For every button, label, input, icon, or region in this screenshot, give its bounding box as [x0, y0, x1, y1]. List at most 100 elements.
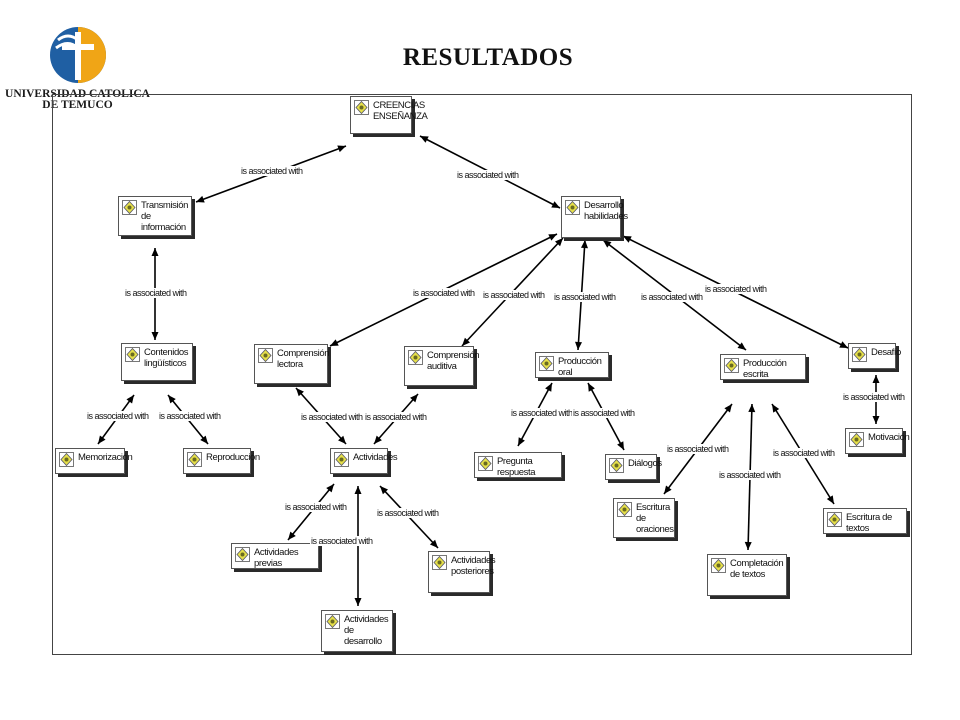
institution-line-2: DE TEMUCO — [42, 99, 113, 111]
concept-icon — [187, 452, 202, 467]
arrowhead — [664, 485, 672, 494]
concept-node-label: Actividades — [353, 452, 398, 463]
concept-node-prod-oral: Producción oral — [535, 352, 609, 378]
arrowhead — [429, 539, 438, 548]
concept-icon — [617, 502, 632, 517]
concept-node-label: Contenidos lingüísticos — [144, 347, 189, 369]
arrowhead — [603, 240, 612, 248]
arrowhead — [724, 404, 732, 413]
link-label: is associated with — [666, 444, 730, 454]
concept-node-reproduccion: Reproducción — [183, 448, 260, 474]
concept-node-desarrollo: Desarrollo habilidades — [561, 196, 628, 238]
arrowhead — [839, 341, 848, 348]
link-label: is associated with — [158, 411, 222, 421]
concept-node-label: Escritura de textos — [846, 512, 892, 534]
concept-node-label: Comprensión auditiva — [427, 350, 480, 372]
concept-icon — [432, 555, 447, 570]
arrowhead — [737, 342, 746, 350]
concept-node-completacion: Completación de textos — [707, 554, 787, 596]
concept-node-label: Desafío — [871, 347, 901, 358]
link-label: is associated with — [456, 170, 520, 180]
concept-node-label: Escritura de oraciones — [636, 502, 674, 535]
link-label: is associated with — [284, 502, 348, 512]
arrowhead — [588, 383, 595, 392]
concept-icon — [827, 512, 842, 527]
concept-icon — [478, 456, 493, 471]
link-label: is associated with — [364, 412, 428, 422]
concept-icon — [125, 347, 140, 362]
arrowhead — [200, 435, 208, 444]
arrowhead — [748, 404, 756, 413]
arrowhead — [744, 541, 752, 550]
page-title: RESULTADOS — [402, 44, 574, 71]
arrowhead — [338, 435, 346, 444]
concept-node-motivacion: Motivación — [845, 428, 910, 454]
arrowhead — [126, 395, 134, 404]
link-label: is associated with — [412, 288, 476, 298]
link-label: is associated with — [300, 412, 364, 422]
link-label: is associated with — [310, 536, 374, 546]
arrowhead — [518, 437, 525, 446]
arrowhead — [545, 383, 552, 392]
arrowhead — [772, 404, 780, 413]
concept-node-act-desarrollo: Actividades de desarrollo — [321, 610, 393, 652]
concept-node-label: Actividades posteriores — [451, 555, 496, 577]
concept-icon — [852, 347, 867, 362]
concept-icon — [565, 200, 580, 215]
concept-node-act-previas: Actividades previas — [231, 543, 319, 569]
concept-node-label: Memorización — [78, 452, 133, 463]
concept-node-label: Desarrollo habilidades — [584, 200, 628, 222]
concept-node-desafio: Desafío — [848, 343, 901, 369]
concept-icon — [334, 452, 349, 467]
arrowhead — [168, 395, 176, 404]
link-label: is associated with — [718, 470, 782, 480]
arrowhead — [354, 598, 362, 606]
concept-icon — [122, 200, 137, 215]
arrowhead — [420, 136, 429, 143]
arrowhead — [548, 234, 557, 241]
arrowhead — [374, 435, 382, 444]
concept-icon — [539, 356, 554, 371]
link-label: is associated with — [704, 284, 768, 294]
concept-node-label: Reproducción — [206, 452, 260, 463]
concept-icon — [235, 547, 250, 562]
concept-icon — [849, 432, 864, 447]
concept-node-act-posteriores: Actividades posteriores — [428, 551, 496, 593]
arrowhead — [623, 236, 632, 243]
concept-icon — [354, 100, 369, 115]
concept-icon — [408, 350, 423, 365]
arrowhead — [872, 416, 880, 424]
concept-node-escritura-oraciones: Escritura de oraciones — [613, 498, 675, 538]
arrowhead — [151, 248, 159, 256]
link-label: is associated with — [86, 411, 150, 421]
concept-node-actividades: Actividades — [330, 448, 398, 474]
concept-node-label: Diálogos — [628, 458, 662, 469]
arrowhead — [575, 341, 583, 350]
concept-icon — [258, 348, 273, 363]
link-label: is associated with — [376, 508, 440, 518]
link-label: is associated with — [640, 292, 704, 302]
arrowhead — [196, 195, 205, 203]
link-label: is associated with — [240, 166, 304, 176]
concept-node-comp-auditiva: Comprensión auditiva — [404, 346, 480, 386]
concept-node-label: Motivación — [868, 432, 910, 443]
arrowhead — [462, 337, 471, 346]
arrowhead — [826, 495, 834, 504]
link-label: is associated with — [124, 288, 188, 298]
concept-node-label: Actividades de desarrollo — [344, 614, 389, 647]
concept-node-creencias: CREENCIAS ENSEÑANZA — [350, 96, 428, 134]
concept-node-dialogos: Diálogos — [605, 454, 662, 480]
arrowhead — [326, 484, 334, 493]
arrowhead — [580, 240, 588, 249]
arrowhead — [288, 531, 296, 540]
link-label: is associated with — [553, 292, 617, 302]
concept-node-transmision: Transmisión de información — [118, 196, 192, 236]
arrowhead — [98, 435, 106, 444]
concept-node-label: CREENCIAS ENSEÑANZA — [373, 100, 428, 122]
concept-icon — [59, 452, 74, 467]
link-label: is associated with — [772, 448, 836, 458]
concept-node-label: Actividades previas — [254, 547, 299, 569]
concept-node-comp-lectora: Comprensión lectora — [254, 344, 330, 384]
concept-icon — [325, 614, 340, 629]
arrowhead — [337, 145, 346, 153]
